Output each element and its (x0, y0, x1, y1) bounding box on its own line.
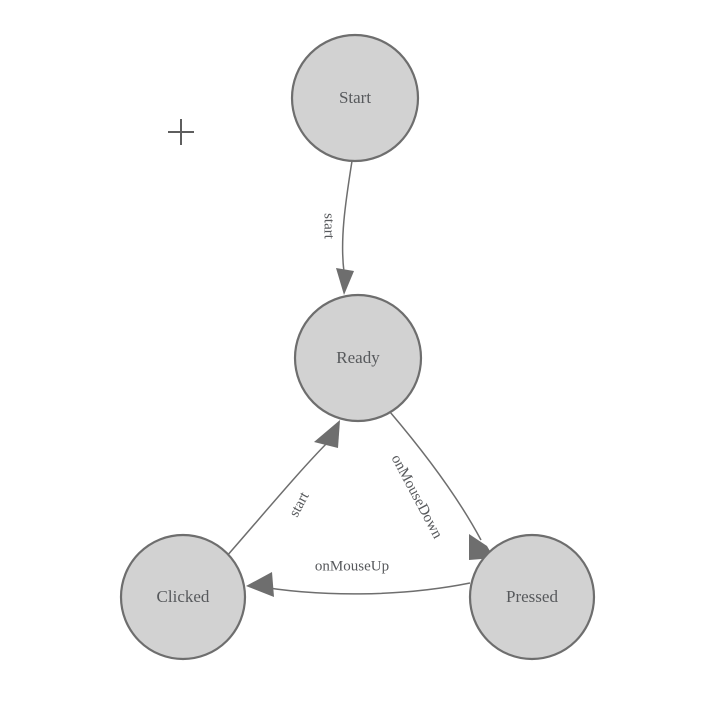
plus-marker-icon (168, 119, 194, 145)
edge-start-to-ready[interactable]: start (321, 160, 354, 295)
edge-path-pressed-to-clicked (255, 582, 471, 595)
node-ready[interactable]: Ready (293, 293, 423, 423)
edge-path-clicked-to-ready (225, 439, 331, 558)
edge-clicked-to-ready[interactable]: start (225, 420, 340, 558)
edge-label-start-2: start (286, 489, 313, 520)
edge-ready-to-pressed[interactable]: onMouseDown (388, 411, 494, 560)
edge-path-start-to-ready (341, 160, 353, 273)
edge-path-ready-to-pressed (389, 411, 482, 541)
node-clicked-circle[interactable] (119, 533, 247, 661)
edge-pressed-to-clicked[interactable]: onMouseUp (246, 558, 471, 597)
arrowhead-clicked-to-ready (314, 420, 340, 448)
node-pressed-circle[interactable] (468, 533, 596, 661)
arrowhead-start-to-ready (336, 268, 354, 295)
edge-label-start: start (321, 213, 337, 240)
node-clicked[interactable]: Clicked (119, 533, 247, 661)
node-ready-circle[interactable] (293, 293, 423, 423)
arrowhead-pressed-to-clicked (246, 572, 274, 597)
node-start-circle[interactable] (290, 33, 420, 163)
edge-label-onmousedown: onMouseDown (388, 452, 446, 542)
node-pressed[interactable]: Pressed (468, 533, 596, 661)
edge-label-onmouseup: onMouseUp (315, 558, 389, 574)
node-start[interactable]: Start (290, 33, 420, 163)
